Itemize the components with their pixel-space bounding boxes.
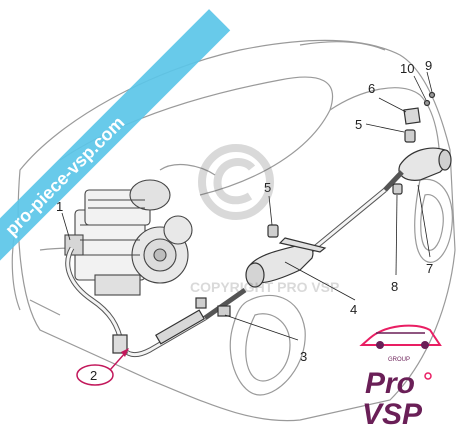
callout-5-middle: 5 [264, 180, 271, 195]
callout-1: 1 [56, 199, 63, 214]
pro-vsp-logo: GROUP Pro VSP [359, 324, 442, 431]
highlight-ring [76, 364, 114, 386]
highlight-arrow [109, 348, 129, 371]
leader-lines [61, 71, 433, 341]
callout-4: 4 [350, 302, 357, 317]
copyright-watermark: COPYRIGHT PRO VSP [190, 144, 339, 295]
callout-5-rear: 5 [355, 117, 362, 132]
callout-2: 2 [90, 368, 97, 383]
copyright-text: COPYRIGHT PRO VSP [190, 279, 339, 295]
callout-3: 3 [300, 349, 307, 364]
callout-9: 9 [425, 58, 432, 73]
callout-8: 8 [391, 279, 398, 294]
logo-bottom-text: VSP [362, 398, 423, 431]
callout-6: 6 [368, 81, 375, 96]
exhaust-assembly [65, 91, 452, 358]
callout-10: 10 [400, 61, 414, 76]
logo-group-text: GROUP [388, 357, 410, 363]
callout-7: 7 [426, 261, 433, 276]
logo-top-text: Pro [365, 367, 415, 400]
engine-block [64, 179, 193, 296]
callout-labels: 1 2 3 4 5 5 6 7 8 9 10 [56, 58, 433, 386]
